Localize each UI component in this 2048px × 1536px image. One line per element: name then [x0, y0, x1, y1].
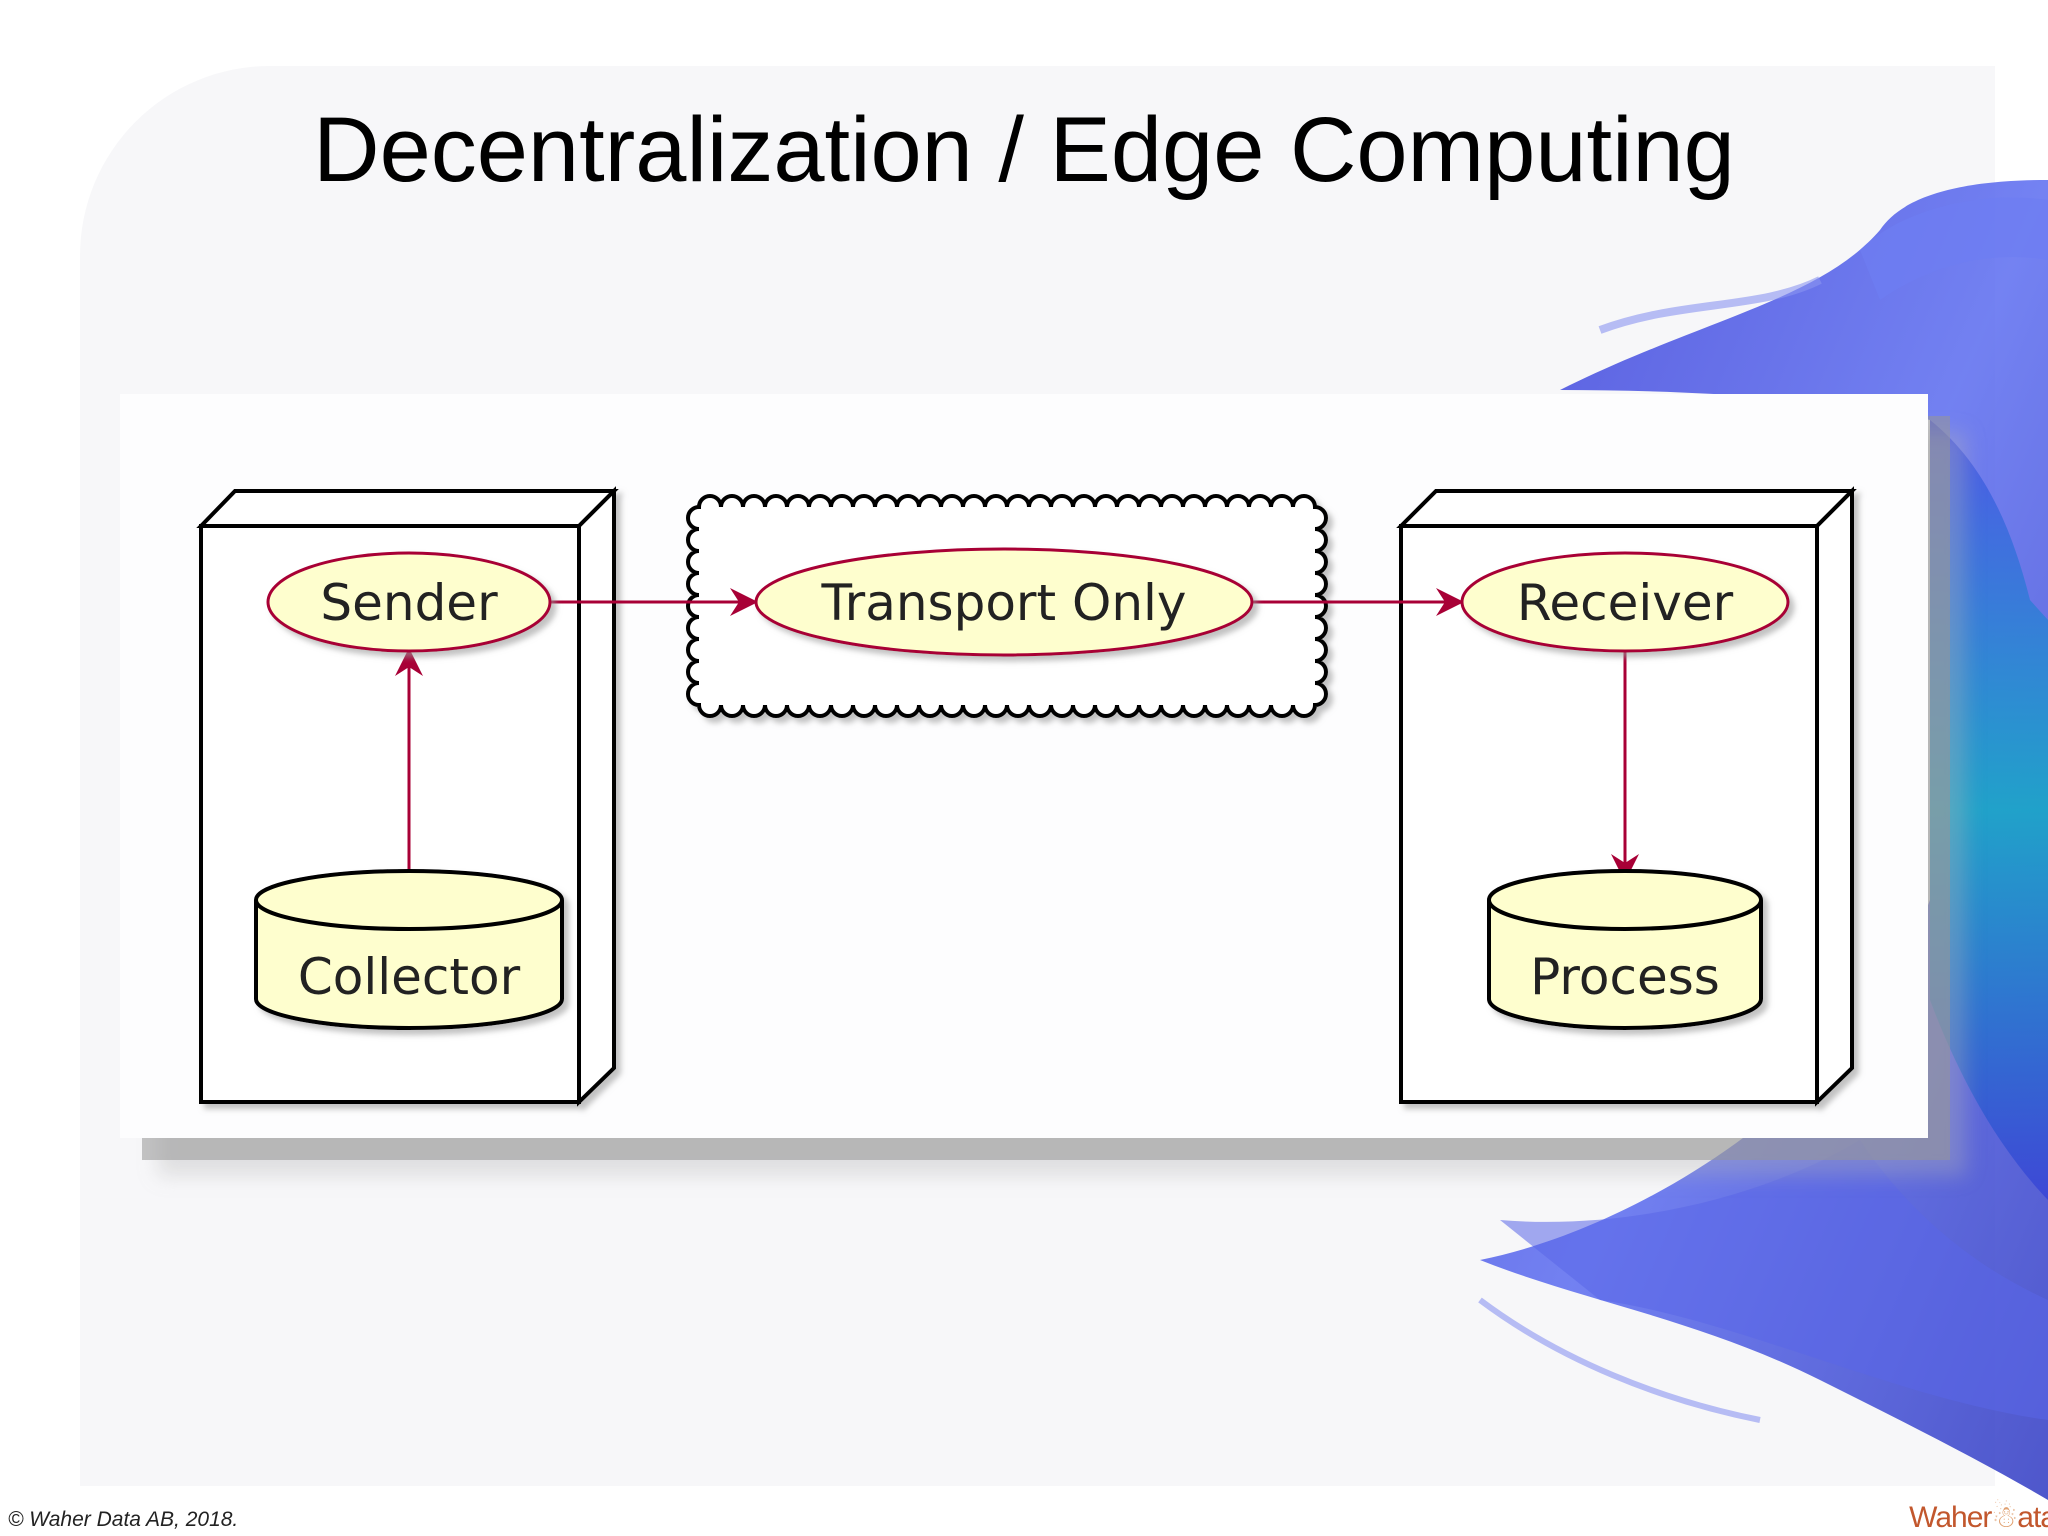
- node-collector-label: Collector: [298, 948, 521, 1006]
- logo-text-b: ata: [2017, 1501, 2048, 1534]
- node-transport-label: Transport Only: [820, 574, 1186, 632]
- diagram-edges: [395, 588, 1639, 882]
- node-receiver: [1460, 551, 1790, 653]
- node-sender-label: Sender: [320, 574, 498, 632]
- deployment-diagram: Sender Transport Only Receiver Collector…: [196, 486, 1857, 1107]
- logo-mark: ☃: [1991, 1501, 2018, 1534]
- company-logo: Waher☃ata: [1909, 1500, 2048, 1535]
- slide-title: Decentralization / Edge Computing: [313, 99, 1735, 201]
- diagram-frame: Sender Transport Only Receiver Collector…: [120, 394, 1928, 1138]
- node-process: [1487, 869, 1763, 1030]
- node-sender: [266, 551, 552, 653]
- logo-text-a: Waher: [1909, 1501, 1992, 1534]
- node-collector: [254, 869, 564, 1030]
- node-process-label: Process: [1530, 948, 1720, 1006]
- footer-copyright: © Waher Data AB, 2018.: [8, 1508, 239, 1531]
- node-receiver-label: Receiver: [1517, 574, 1734, 632]
- node-transport: [754, 547, 1254, 657]
